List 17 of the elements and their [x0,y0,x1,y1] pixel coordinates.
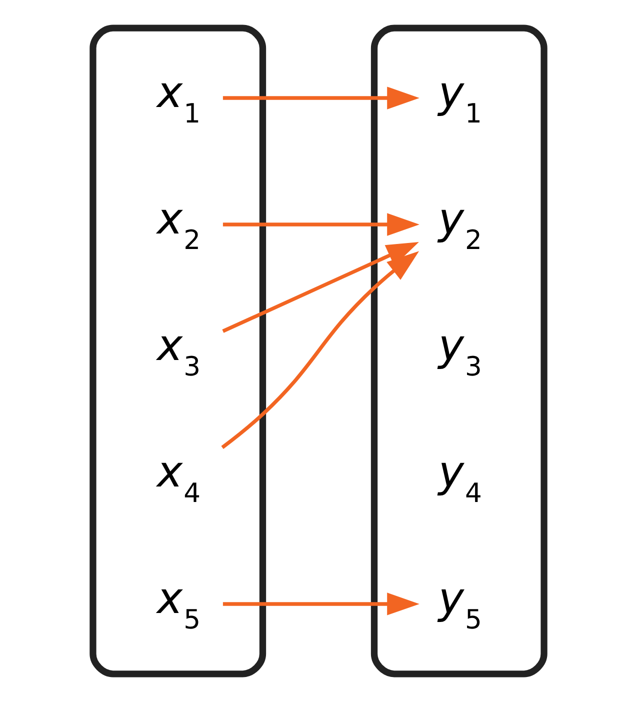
arrow [222,592,419,616]
node-text: y$_{1}$ [438,68,482,130]
node-text: x$_{1}$ [156,68,200,130]
node-text: y$_{2}$ [438,194,482,256]
node-text: y$_{3}$ [438,320,482,382]
node-text: x$_{3}$ [156,320,200,382]
node-text: x$_{2}$ [156,194,200,256]
cluster [370,24,547,678]
arrow [222,86,419,110]
node-text: x$_{5}$ [156,574,200,636]
node-text: y$_{5}$ [438,574,482,636]
arrow [220,251,419,449]
node-text: x$_{4}$ [156,447,200,509]
arrow [222,242,418,333]
cluster [89,24,266,678]
node-text: y$_{4}$ [438,447,482,509]
arrow [222,213,419,236]
